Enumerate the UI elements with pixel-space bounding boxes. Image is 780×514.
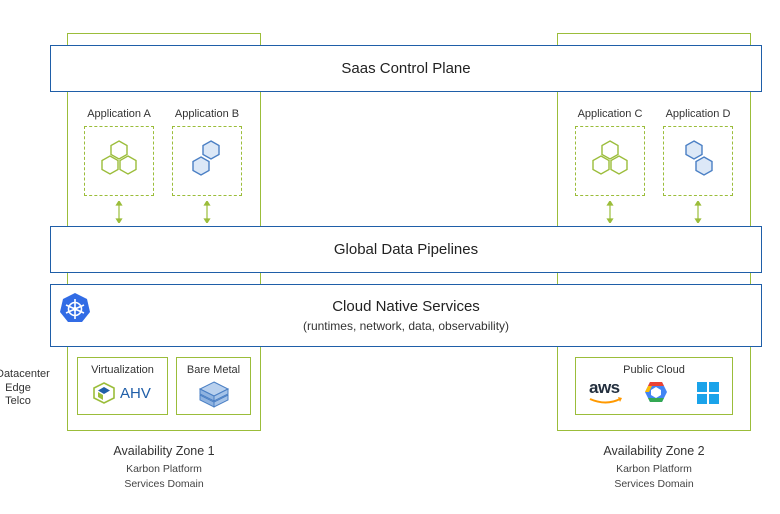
- application-d-box: [663, 126, 733, 196]
- application-a-box: [84, 126, 154, 196]
- datacenter-label: Datacenter: [0, 368, 50, 380]
- cloud-native-services-bar: Cloud Native Services (runtimes, network…: [50, 284, 762, 347]
- kubernetes-icon: [60, 293, 90, 322]
- edge-label: Edge: [5, 381, 31, 394]
- double-arrow-icon: [115, 201, 123, 223]
- blue-hexagon-pair-icon: [685, 140, 713, 176]
- double-arrow-icon: [606, 201, 614, 223]
- application-c-label: Application C: [577, 108, 643, 120]
- availability-zone-2-subtitle: Karbon Platform Services Domain: [554, 462, 754, 492]
- ahv-label: AHV: [120, 385, 151, 402]
- virtualization-box: Virtualization AHV: [77, 357, 168, 415]
- aws-smile-icon: [589, 397, 622, 404]
- aws-logo: aws: [589, 378, 620, 397]
- availability-zone-2-title: Availability Zone 2: [603, 444, 705, 458]
- virtualization-label: Virtualization: [91, 364, 154, 376]
- double-arrow-icon: [694, 201, 702, 223]
- application-b-box: [172, 126, 242, 196]
- saas-control-plane-label: Saas Control Plane: [341, 60, 471, 77]
- green-hexagon-cluster-icon: [592, 140, 628, 175]
- application-c-box: [575, 126, 645, 196]
- deployment-targets-label: Datacenter Edge Telco: [0, 368, 50, 409]
- availability-zone-1-subtitle: Karbon Platform Services Domain: [64, 462, 264, 492]
- zone-2-platform-label: Karbon Platform: [616, 463, 692, 475]
- application-d-label: Application D: [665, 108, 731, 120]
- public-cloud-box: Public Cloud aws: [575, 357, 733, 415]
- google-cloud-icon: [645, 382, 667, 402]
- ahv-logo-icon: [93, 382, 115, 404]
- cloud-native-services-title: Cloud Native Services: [332, 298, 480, 315]
- zone-1-domain-label: Services Domain: [124, 478, 204, 490]
- application-a-label: Application A: [87, 108, 151, 120]
- server-stack-icon: [198, 381, 230, 408]
- windows-azure-icon: [697, 382, 719, 404]
- public-cloud-label: Public Cloud: [623, 364, 685, 376]
- double-arrow-icon: [203, 201, 211, 223]
- zone-1-platform-label: Karbon Platform: [126, 463, 202, 475]
- global-data-pipelines-bar: Global Data Pipelines: [50, 226, 762, 273]
- bare-metal-box: Bare Metal: [176, 357, 251, 415]
- green-hexagon-cluster-icon: [101, 140, 137, 175]
- saas-control-plane-bar: Saas Control Plane: [50, 45, 762, 92]
- application-b-label: Application B: [174, 108, 240, 120]
- cloud-native-services-subtitle: (runtimes, network, data, observability): [302, 319, 510, 333]
- global-data-pipelines-label: Global Data Pipelines: [333, 241, 479, 258]
- availability-zone-1-title: Availability Zone 1: [113, 444, 215, 458]
- bare-metal-label: Bare Metal: [186, 364, 241, 376]
- blue-hexagon-pair-icon: [192, 140, 220, 176]
- telco-label: Telco: [5, 395, 31, 407]
- zone-2-domain-label: Services Domain: [614, 478, 694, 490]
